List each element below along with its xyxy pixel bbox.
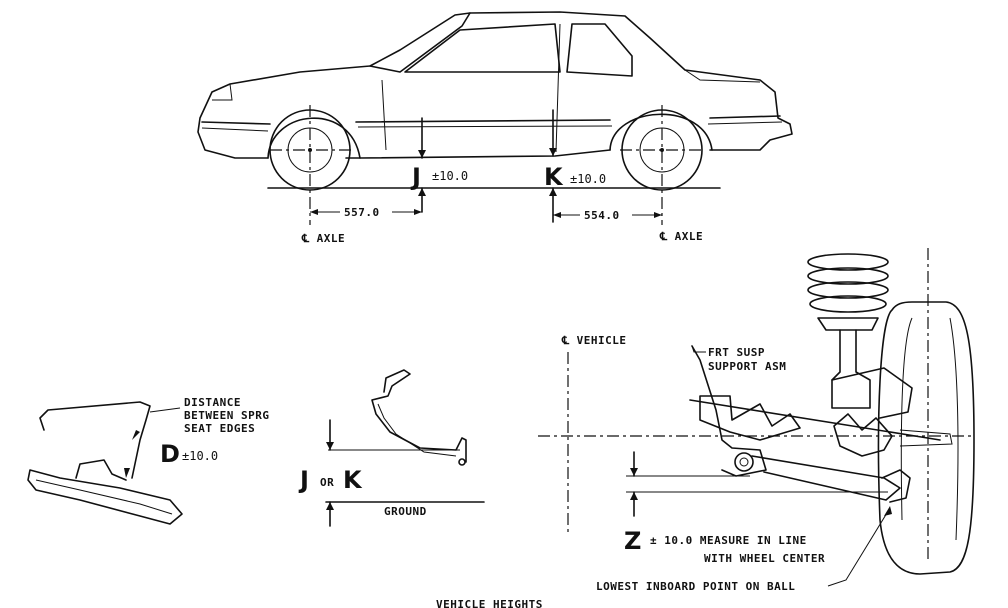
spring-label-line2: BETWEEN SPRG bbox=[184, 409, 269, 422]
dim-front-arrow-left bbox=[310, 209, 318, 215]
j-tolerance-top: ±10.0 bbox=[432, 169, 468, 183]
lowest-point-label: LOWEST INBOARD POINT ON BALL bbox=[596, 580, 795, 593]
jk-k-letter: K bbox=[343, 466, 363, 494]
d-letter: D bbox=[160, 440, 180, 468]
windshield bbox=[369, 12, 471, 73]
jk-detail: J OR K GROUND bbox=[298, 369, 485, 527]
k-arrow-up bbox=[549, 188, 557, 196]
z-letter: Z bbox=[624, 527, 641, 555]
control-arm-bushing bbox=[734, 452, 754, 472]
spring-label-line1: DISTANCE bbox=[184, 396, 241, 409]
z-arrow-up bbox=[630, 492, 638, 500]
front-window bbox=[404, 23, 561, 73]
spring-seat-detail: DISTANCE BETWEEN SPRG SEAT EDGES D ±10.0 bbox=[27, 396, 269, 525]
k-letter-top: K bbox=[544, 163, 564, 191]
jk-ground-label: GROUND bbox=[384, 505, 427, 518]
spring-seat-boss bbox=[75, 459, 127, 481]
lowest-point-leader bbox=[827, 507, 891, 587]
z-arrow-down bbox=[630, 468, 638, 476]
control-arm-bushing-inner bbox=[739, 457, 749, 467]
strut-body bbox=[831, 329, 871, 409]
rear-axle-label: ℄ AXLE bbox=[659, 230, 703, 243]
lowest-point-arrow bbox=[884, 506, 892, 516]
diagram-caption: VEHICLE HEIGHTS bbox=[436, 598, 543, 608]
z-text-line2: WITH WHEEL CENTER bbox=[704, 552, 825, 565]
rear-wheel-arch bbox=[609, 113, 713, 151]
k-tolerance-top: ±10.0 bbox=[570, 172, 606, 186]
front-wheel-arch bbox=[267, 117, 361, 159]
door-line bbox=[381, 23, 561, 153]
spring-wire bbox=[39, 401, 151, 479]
hood-line bbox=[212, 83, 233, 101]
car-body-outline bbox=[197, 11, 793, 159]
body-side-molding bbox=[201, 115, 781, 125]
coil-spring bbox=[807, 253, 889, 331]
frt-susp-support-asm bbox=[691, 345, 767, 477]
dim-front-value: 557.0 bbox=[344, 206, 380, 219]
front-suspension-detail: ℄ VEHICLE FRT SUSP SUPPORT ASM Z ± 10.0 … bbox=[538, 248, 975, 593]
cl-vehicle-label: ℄ VEHICLE bbox=[561, 334, 627, 347]
dim-front-arrow-right bbox=[414, 209, 422, 215]
spring-seat-inner bbox=[35, 479, 173, 515]
torsion-bar-bracket-inner bbox=[377, 403, 457, 457]
dim-rear-value: 554.0 bbox=[584, 209, 620, 222]
spring-label-line3: SEAT EDGES bbox=[184, 422, 255, 435]
tire bbox=[877, 301, 975, 575]
support-label-line1: FRT SUSP bbox=[708, 346, 765, 359]
jk-arrow-down bbox=[326, 442, 334, 450]
outer-cv-boot bbox=[833, 413, 893, 457]
lower-control-arm bbox=[751, 455, 901, 501]
z-text-line1: ± 10.0 MEASURE IN LINE bbox=[650, 534, 807, 547]
car-side-view: 557.0 554.0 ℄ AXLE ℄ AXLE J ±10.0 K ±10.… bbox=[197, 11, 793, 245]
ball-joint bbox=[881, 469, 911, 503]
drive-shaft bbox=[689, 399, 941, 441]
torsion-bar-bracket bbox=[371, 369, 467, 463]
j-letter-top: J bbox=[410, 163, 421, 191]
hub-shaft bbox=[899, 429, 953, 447]
d-arrow-bottom bbox=[124, 468, 130, 478]
bracket-bolt bbox=[458, 458, 466, 466]
trunk-line bbox=[684, 69, 761, 83]
jk-or-text: OR bbox=[320, 476, 334, 489]
support-leader bbox=[691, 345, 706, 353]
spring-seat-body bbox=[27, 469, 183, 525]
support-label-line2: SUPPORT ASM bbox=[708, 360, 786, 373]
front-axle-label: ℄ AXLE bbox=[301, 232, 345, 245]
jk-arrow-up bbox=[326, 502, 334, 510]
jk-j-letter: J bbox=[298, 466, 309, 494]
d-tolerance: ±10.0 bbox=[182, 449, 218, 463]
k-arrow-down bbox=[549, 148, 557, 156]
tire-inner bbox=[900, 317, 959, 541]
j-arrow-down bbox=[418, 150, 426, 158]
inner-cv-boot bbox=[699, 395, 801, 441]
dim-rear-arrow-right bbox=[654, 212, 662, 218]
strut-knuckle bbox=[831, 367, 913, 419]
body-side-molding-lower bbox=[201, 121, 783, 132]
dim-rear-arrow-left bbox=[553, 212, 561, 218]
d-leader bbox=[149, 407, 181, 413]
rear-window bbox=[566, 23, 633, 77]
j-arrow-up bbox=[418, 188, 426, 196]
d-arrow-top bbox=[132, 430, 140, 440]
